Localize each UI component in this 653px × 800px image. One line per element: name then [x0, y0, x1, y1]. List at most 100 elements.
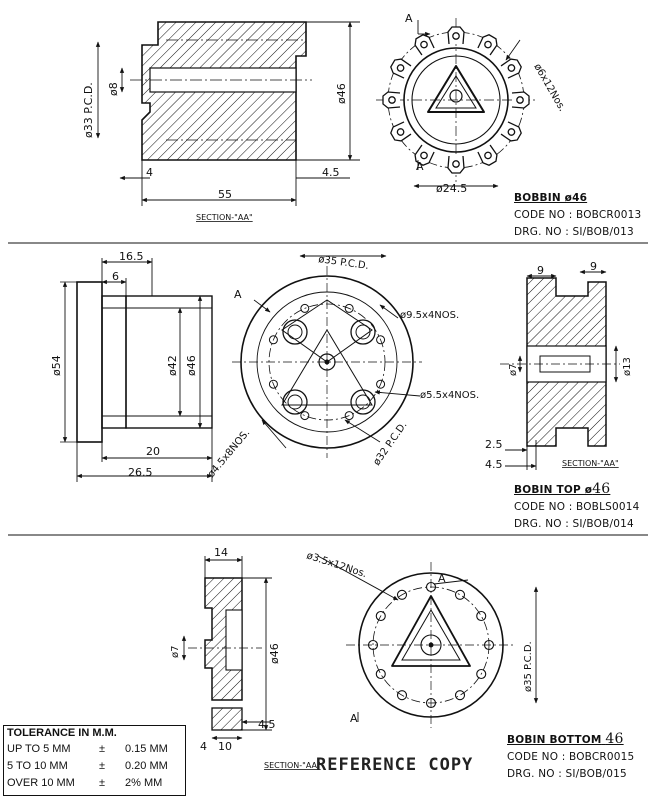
hole-9-5 — [282, 319, 308, 345]
hole-4-5 — [300, 303, 310, 313]
hole-4-5 — [376, 379, 386, 389]
part-title-prefix: BOBIN BOTTOM — [507, 734, 602, 746]
hole-3-5 — [476, 610, 487, 622]
tolerance-table: TOLERANCE IN M.M. UP TO 5 MM ± 0.15 MM 5… — [3, 725, 186, 796]
dim-d24-5: ø24.5 — [436, 182, 467, 195]
dim-20: 20 — [146, 445, 160, 458]
dim-16-5: 16.5 — [119, 250, 144, 263]
hole-5-5 — [287, 394, 303, 410]
dim-holes-5-5: ø5.5x4NOS. — [420, 390, 479, 401]
dim-9: 9 — [537, 264, 544, 277]
dim-26-5: 26.5 — [128, 466, 153, 479]
tolerance-row: UP TO 5 MM ± 0.15 MM — [7, 743, 183, 758]
hole-4-5 — [376, 335, 386, 345]
hole-3-5 — [375, 668, 386, 680]
section-marker-a: A — [234, 288, 242, 301]
section-label: SECTION-"AA" — [562, 459, 619, 468]
dim-pcd35: ø35 P.C.D. — [523, 641, 534, 692]
dim-4-5: 4.5 — [485, 458, 503, 471]
part-title: BOBBIN ø46 — [514, 192, 588, 204]
tolerance-row: OVER 10 MM ± 2% MM — [7, 777, 183, 792]
code-number: CODE NO : BOBCR0013 — [514, 209, 642, 221]
bobbin-tooth — [477, 34, 498, 56]
bobbin-tooth — [447, 26, 465, 45]
dim-holes-4-5: ø4.5x8NOS. — [206, 428, 252, 480]
dim-4-5: 4.5 — [322, 166, 340, 179]
dim-d54: ø54 — [50, 355, 63, 376]
hole-3-5 — [476, 668, 487, 680]
drawing-number: DRG. NO : SI/BOB/015 — [507, 768, 627, 780]
part-title-prefix: BOBIN TOP ø — [514, 484, 593, 496]
bobin-top-side-view — [60, 281, 213, 443]
bobbin-46-dimensions — [95, 21, 360, 206]
bobbin-tooth — [447, 155, 465, 174]
bobin-top-end-view — [232, 253, 422, 458]
dim-d7: ø7 — [508, 364, 519, 376]
dim-holes: ø6x12Nos. — [531, 62, 567, 114]
bobbin-tooth — [414, 144, 435, 166]
bobin-top-section-view — [500, 277, 620, 447]
tolerance-value: 0.20 MM — [125, 760, 168, 772]
section-marker-a: A — [350, 712, 358, 725]
bobbin-tooth — [414, 34, 435, 56]
hole-3-5 — [396, 690, 408, 701]
drawing-number: DRG. NO : SI/BOB/013 — [514, 226, 634, 238]
dim-4: 4 — [200, 740, 207, 753]
hole-5-5 — [287, 324, 303, 340]
hole-4-5 — [344, 303, 354, 313]
bobin-bottom-section-view — [188, 577, 262, 731]
hole-9-5 — [350, 319, 376, 345]
dim-d13: ø13 — [622, 357, 633, 376]
hole-4-5 — [344, 411, 354, 421]
hole-3-5 — [396, 589, 408, 600]
drawing-number: DRG. NO : SI/BOB/014 — [514, 518, 634, 530]
dim-55: 55 — [218, 188, 232, 201]
bobbin-46-end-view — [376, 18, 536, 182]
dim-4-5: 4.5 — [258, 718, 276, 731]
part-title-handwritten: 46 — [592, 481, 611, 497]
part-title: BOBIN BOTTOM 46 — [507, 731, 634, 749]
title-block-bobbin-46: BOBBIN ø46 CODE NO : BOBCR0013 DRG. NO :… — [514, 190, 641, 241]
bobbin-tooth — [382, 91, 401, 109]
hole-5-5 — [355, 324, 371, 340]
tolerance-range: OVER 10 MM — [7, 777, 75, 789]
dim-d46: ø46 — [268, 643, 281, 664]
dim-4: 4 — [146, 166, 153, 179]
dim-d46: ø46 — [185, 355, 198, 376]
bobbin-tooth — [511, 91, 530, 109]
hole-4-5 — [268, 379, 278, 389]
hole-3-5 — [454, 690, 466, 701]
hole-9-5 — [350, 389, 376, 415]
tolerance-value: 2% MM — [125, 777, 163, 789]
bobbin-46-section-view — [130, 21, 312, 161]
dim-6: 6 — [112, 270, 119, 283]
bobin-bottom-end-view — [317, 555, 539, 728]
bobbin-tooth — [390, 58, 412, 79]
part-title-handwritten: 46 — [605, 731, 624, 747]
dim-d8: ø8 — [107, 82, 120, 96]
tolerance-range: UP TO 5 MM — [7, 743, 71, 755]
section-label: SECTION-"AA" — [264, 761, 321, 770]
dim-10: 10 — [218, 740, 232, 753]
tolerance-plusminus: ± — [99, 760, 106, 772]
part-title: BOBIN TOP ø46 — [514, 481, 640, 499]
dim-d7: ø7 — [170, 646, 181, 658]
dim-pcd33: ø33 P.C.D. — [82, 82, 95, 138]
reference-copy-stamp: REFERENCE COPY — [316, 755, 474, 775]
hole-3-5 — [454, 589, 466, 600]
title-block-bobin-bottom: BOBIN BOTTOM 46 CODE NO : BOBCR0015 DRG.… — [507, 731, 634, 783]
hole-3-5 — [375, 610, 386, 622]
section-marker-a: A — [438, 572, 446, 585]
dim-14: 14 — [214, 546, 228, 559]
hole-9-5 — [282, 389, 308, 415]
bobbin-tooth — [390, 121, 412, 142]
title-block-bobin-top: BOBIN TOP ø46 CODE NO : BOBLS0014 DRG. N… — [514, 481, 640, 533]
tolerance-plusminus: ± — [99, 777, 106, 789]
bobbin-tooth — [477, 144, 498, 166]
dim-2-5: 2.5 — [485, 438, 503, 451]
hole-4-5 — [268, 335, 278, 345]
tolerance-plusminus: ± — [99, 743, 106, 755]
hole-5-5 — [355, 394, 371, 410]
tolerance-value: 0.15 MM — [125, 743, 168, 755]
hole-4-5 — [300, 411, 310, 421]
